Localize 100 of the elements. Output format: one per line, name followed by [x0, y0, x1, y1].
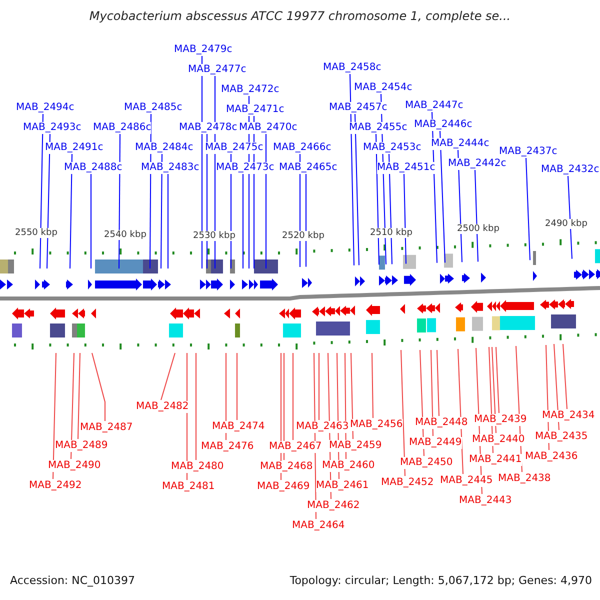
gene-label: MAB_2444c	[431, 138, 490, 150]
gene-label: MAB_2455c	[349, 122, 408, 134]
leader-line	[70, 154, 72, 269]
gene-label: MAB_2482	[136, 401, 189, 413]
gene-label: MAB_2464	[292, 520, 345, 532]
scale-label: 2540 kbp	[104, 230, 146, 240]
leader-line	[492, 346, 496, 434]
gene-label: MAB_2438	[498, 473, 551, 485]
leader-line	[150, 114, 152, 269]
gene-label: MAB_2456	[350, 419, 403, 431]
gene-label: MAB_2480	[171, 461, 224, 473]
gene-label: MAB_2472c	[221, 84, 280, 96]
gene-label: MAB_2462	[307, 500, 360, 512]
gene-label: MAB_2493c	[23, 122, 82, 134]
gene-label: MAB_2452	[381, 477, 434, 489]
gene-label: MAB_2473c	[216, 162, 274, 174]
leader-line	[474, 170, 478, 262]
gene-label: MAB_2436	[525, 451, 578, 463]
gene-label: MAB_2432c	[541, 164, 600, 176]
gene-label: MAB_2484c	[135, 142, 194, 154]
leader-line	[458, 348, 464, 474]
gene-label: MAB_2477c	[188, 64, 246, 76]
gene-label: MAB_2491c	[45, 142, 104, 154]
gene-label: MAB_2442c	[448, 158, 506, 170]
gene-label: MAB_2457c	[329, 102, 388, 114]
leader-line	[40, 114, 44, 269]
leader-line	[160, 352, 176, 400]
gene-label: MAB_2440	[472, 434, 525, 446]
gene-label: MAB_2439	[474, 414, 527, 426]
scale-label: 2500 kbp	[457, 224, 500, 234]
leader-line	[404, 174, 406, 264]
leader-line	[350, 74, 354, 266]
gene-label: MAB_2466c	[273, 142, 332, 154]
gene-label: MAB_2486c	[93, 122, 152, 134]
gene-label: MAB_2471c	[226, 104, 284, 116]
leader-line	[554, 344, 560, 430]
summary-label: Topology: circular; Length: 5,067,172 bp; Genes: 4,970	[290, 575, 592, 587]
gene-label: MAB_2454c	[354, 82, 412, 94]
gene-label: MAB_2446c	[414, 119, 472, 131]
leader-line	[236, 352, 238, 420]
leader-line	[92, 352, 106, 422]
gene-label: MAB_2475c	[205, 142, 264, 154]
gene-label: MAB_2448	[415, 417, 468, 429]
scale-label: 2530 kbp	[193, 231, 236, 241]
gene-label: MAB_2453c	[363, 142, 422, 154]
gene-label: MAB_2474	[212, 421, 265, 433]
gene-label: MAB_2488c	[64, 162, 122, 174]
gene-label: MAB_2470c	[239, 122, 298, 134]
gene-label: MAB_2467	[269, 441, 322, 453]
leader-line	[496, 346, 500, 414]
leader-line	[350, 352, 354, 440]
leader-line	[372, 352, 374, 418]
gene-label: MAB_2461	[316, 480, 369, 492]
scale-label: 2550 kbp	[15, 228, 58, 238]
gene-label: MAB_2450	[400, 457, 453, 469]
leader-line	[292, 352, 294, 440]
gene-label: MAB_2483c	[141, 162, 200, 174]
gene-label: MAB_2481	[162, 481, 215, 493]
gene-label: MAB_2463	[296, 421, 349, 433]
gene-label: MAB_2458c	[323, 62, 382, 74]
leader-line	[526, 158, 530, 261]
leader-line	[52, 352, 56, 480]
leader-line	[568, 176, 572, 260]
scale-label: 2490 kbp	[545, 219, 588, 229]
leader-line	[70, 352, 74, 460]
leader-line	[318, 352, 320, 420]
gene-label: MAB_2451c	[377, 162, 436, 174]
gene-label: MAB_2469	[257, 481, 310, 493]
scale-label: 2520 kbp	[282, 231, 324, 241]
gene-label: MAB_2459	[329, 440, 382, 452]
gene-label: MAB_2478c	[179, 122, 238, 134]
leader-line	[430, 350, 434, 436]
gene-label: MAB_2460	[322, 460, 375, 472]
gene-label: MAB_2487	[80, 422, 133, 434]
gene-label: MAB_2494c	[16, 102, 74, 114]
accession-label: Accession: NC_010397	[10, 575, 136, 587]
gene-label: MAB_2441	[469, 454, 522, 466]
gene-label: MAB_2490	[48, 460, 101, 472]
gene-label: MAB_2445	[440, 475, 493, 487]
gene-label: MAB_2476	[201, 441, 254, 453]
leader-line	[440, 130, 446, 264]
gene-label: MAB_2435	[535, 431, 588, 443]
gene-label: MAB_2492	[29, 480, 82, 492]
gene-label: MAB_2479c	[174, 44, 232, 56]
title: Mycobacterium abscessus ATCC 19977 chromosome 1, complete se...	[88, 10, 512, 22]
gene-label: MAB_2485c	[124, 102, 182, 114]
scale-label: 2510 kbp	[370, 228, 412, 238]
leader-line	[78, 352, 80, 440]
leader-line	[400, 350, 406, 476]
gene-label: MAB_2437c	[499, 146, 558, 158]
leader-line	[160, 154, 162, 269]
gene-label: MAB_2443	[459, 495, 512, 507]
gene-label: MAB_2465c	[279, 162, 338, 174]
leader-line	[242, 174, 244, 269]
leader-line	[562, 344, 568, 410]
leader-line	[354, 114, 360, 266]
gene-label: MAB_2468	[260, 461, 313, 473]
leader-line	[90, 174, 92, 269]
leader-line	[436, 350, 440, 416]
gene-label: MAB_2434	[542, 410, 595, 422]
